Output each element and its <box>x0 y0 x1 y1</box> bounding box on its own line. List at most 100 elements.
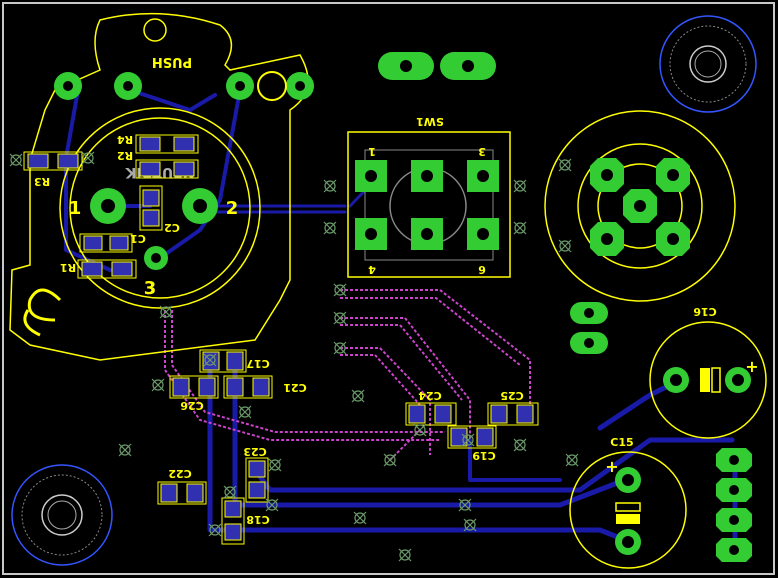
via-cross <box>333 341 347 355</box>
r2-label: R2 <box>117 149 133 162</box>
via <box>384 454 396 466</box>
via-cross <box>333 283 347 297</box>
via <box>514 222 526 234</box>
jumper-pads <box>378 52 496 80</box>
push-label: PUSH <box>152 54 192 69</box>
via <box>566 454 578 466</box>
c15-label: C15 <box>610 436 633 449</box>
via-cross <box>208 523 222 537</box>
c16-label: C16 <box>693 305 717 318</box>
via-cross <box>351 389 365 403</box>
via <box>414 424 426 436</box>
via <box>459 499 471 511</box>
via <box>324 180 336 192</box>
jack-footprint <box>544 110 736 302</box>
sw1-footprint <box>347 131 511 278</box>
via <box>224 486 236 498</box>
via <box>514 439 526 451</box>
routed-traces <box>164 289 531 461</box>
sw1-pin1-label: 1 <box>368 145 376 158</box>
via-cross <box>151 378 165 392</box>
via <box>464 519 476 531</box>
xlr-pin3-label: 3 <box>144 278 157 299</box>
sw1-label: SW1 <box>416 115 444 128</box>
sw1-pin6-label: 6 <box>478 263 486 276</box>
via-cross <box>413 423 427 437</box>
via <box>239 406 251 418</box>
via-cross <box>398 548 412 562</box>
c16-capacitor <box>649 321 767 439</box>
c24-label: C24 <box>418 389 442 402</box>
via-cross <box>353 511 367 525</box>
xlr-connector-outline <box>9 12 309 361</box>
via <box>204 354 216 366</box>
via-cross <box>81 151 95 165</box>
via-cross <box>333 311 347 325</box>
via <box>119 444 131 456</box>
c1-label: C1 <box>130 232 146 245</box>
small-oval-pads <box>570 302 608 354</box>
via-cross <box>323 221 337 235</box>
via <box>334 312 346 324</box>
c18-label: C18 <box>246 513 269 526</box>
via-cross <box>458 498 472 512</box>
c15-plus: + <box>605 457 618 476</box>
smd-capacitors <box>157 349 539 545</box>
c23-label: C23 <box>243 445 266 458</box>
via-cross <box>565 453 579 467</box>
via-cross <box>461 433 475 447</box>
via-cross <box>513 438 527 452</box>
via-cross <box>558 239 572 253</box>
via-cross <box>238 405 252 419</box>
via <box>324 222 336 234</box>
c2-label: C2 <box>164 221 180 234</box>
via <box>10 154 22 166</box>
c25-label: C25 <box>500 389 523 402</box>
via <box>559 159 571 171</box>
via <box>266 499 278 511</box>
mounting-hole-bottom-left <box>11 464 113 566</box>
via-cross <box>118 443 132 457</box>
r1-label: R1 <box>60 261 76 274</box>
via-cross <box>463 518 477 532</box>
via-cross <box>9 153 23 167</box>
via <box>559 240 571 252</box>
via-cross <box>558 158 572 172</box>
via-cross <box>223 485 237 499</box>
via-cross <box>265 498 279 512</box>
r3-label: R3 <box>34 175 50 188</box>
via <box>209 524 221 536</box>
via-cross <box>513 221 527 235</box>
via-cross <box>268 458 282 472</box>
via <box>399 549 411 561</box>
via-cross <box>513 179 527 193</box>
c15-capacitor <box>569 451 687 569</box>
sw1-pin4-label: 4 <box>368 263 376 276</box>
via <box>514 180 526 192</box>
via <box>334 284 346 296</box>
via <box>82 152 94 164</box>
c17-label: C17 <box>246 357 269 370</box>
c26-label: C26 <box>180 399 204 412</box>
via <box>352 390 364 402</box>
via-cross <box>383 453 397 467</box>
via-cross <box>323 179 337 193</box>
mounting-hole-top-right <box>659 15 757 113</box>
c19-label: C19 <box>472 449 495 462</box>
r4-label: R4 <box>117 133 133 146</box>
xlr-pin2-label: 2 <box>226 198 239 219</box>
header-pins <box>716 448 752 562</box>
c21-label: C21 <box>283 381 306 394</box>
via <box>354 512 366 524</box>
sw1-pin3-label: 3 <box>478 145 486 158</box>
via <box>334 342 346 354</box>
xlr-pin1-label: 1 <box>69 198 82 219</box>
via-cross <box>203 353 217 367</box>
c16-plus: + <box>745 357 758 376</box>
c22-label: C22 <box>168 467 191 480</box>
vias <box>9 151 579 562</box>
via <box>160 306 172 318</box>
via <box>152 379 164 391</box>
